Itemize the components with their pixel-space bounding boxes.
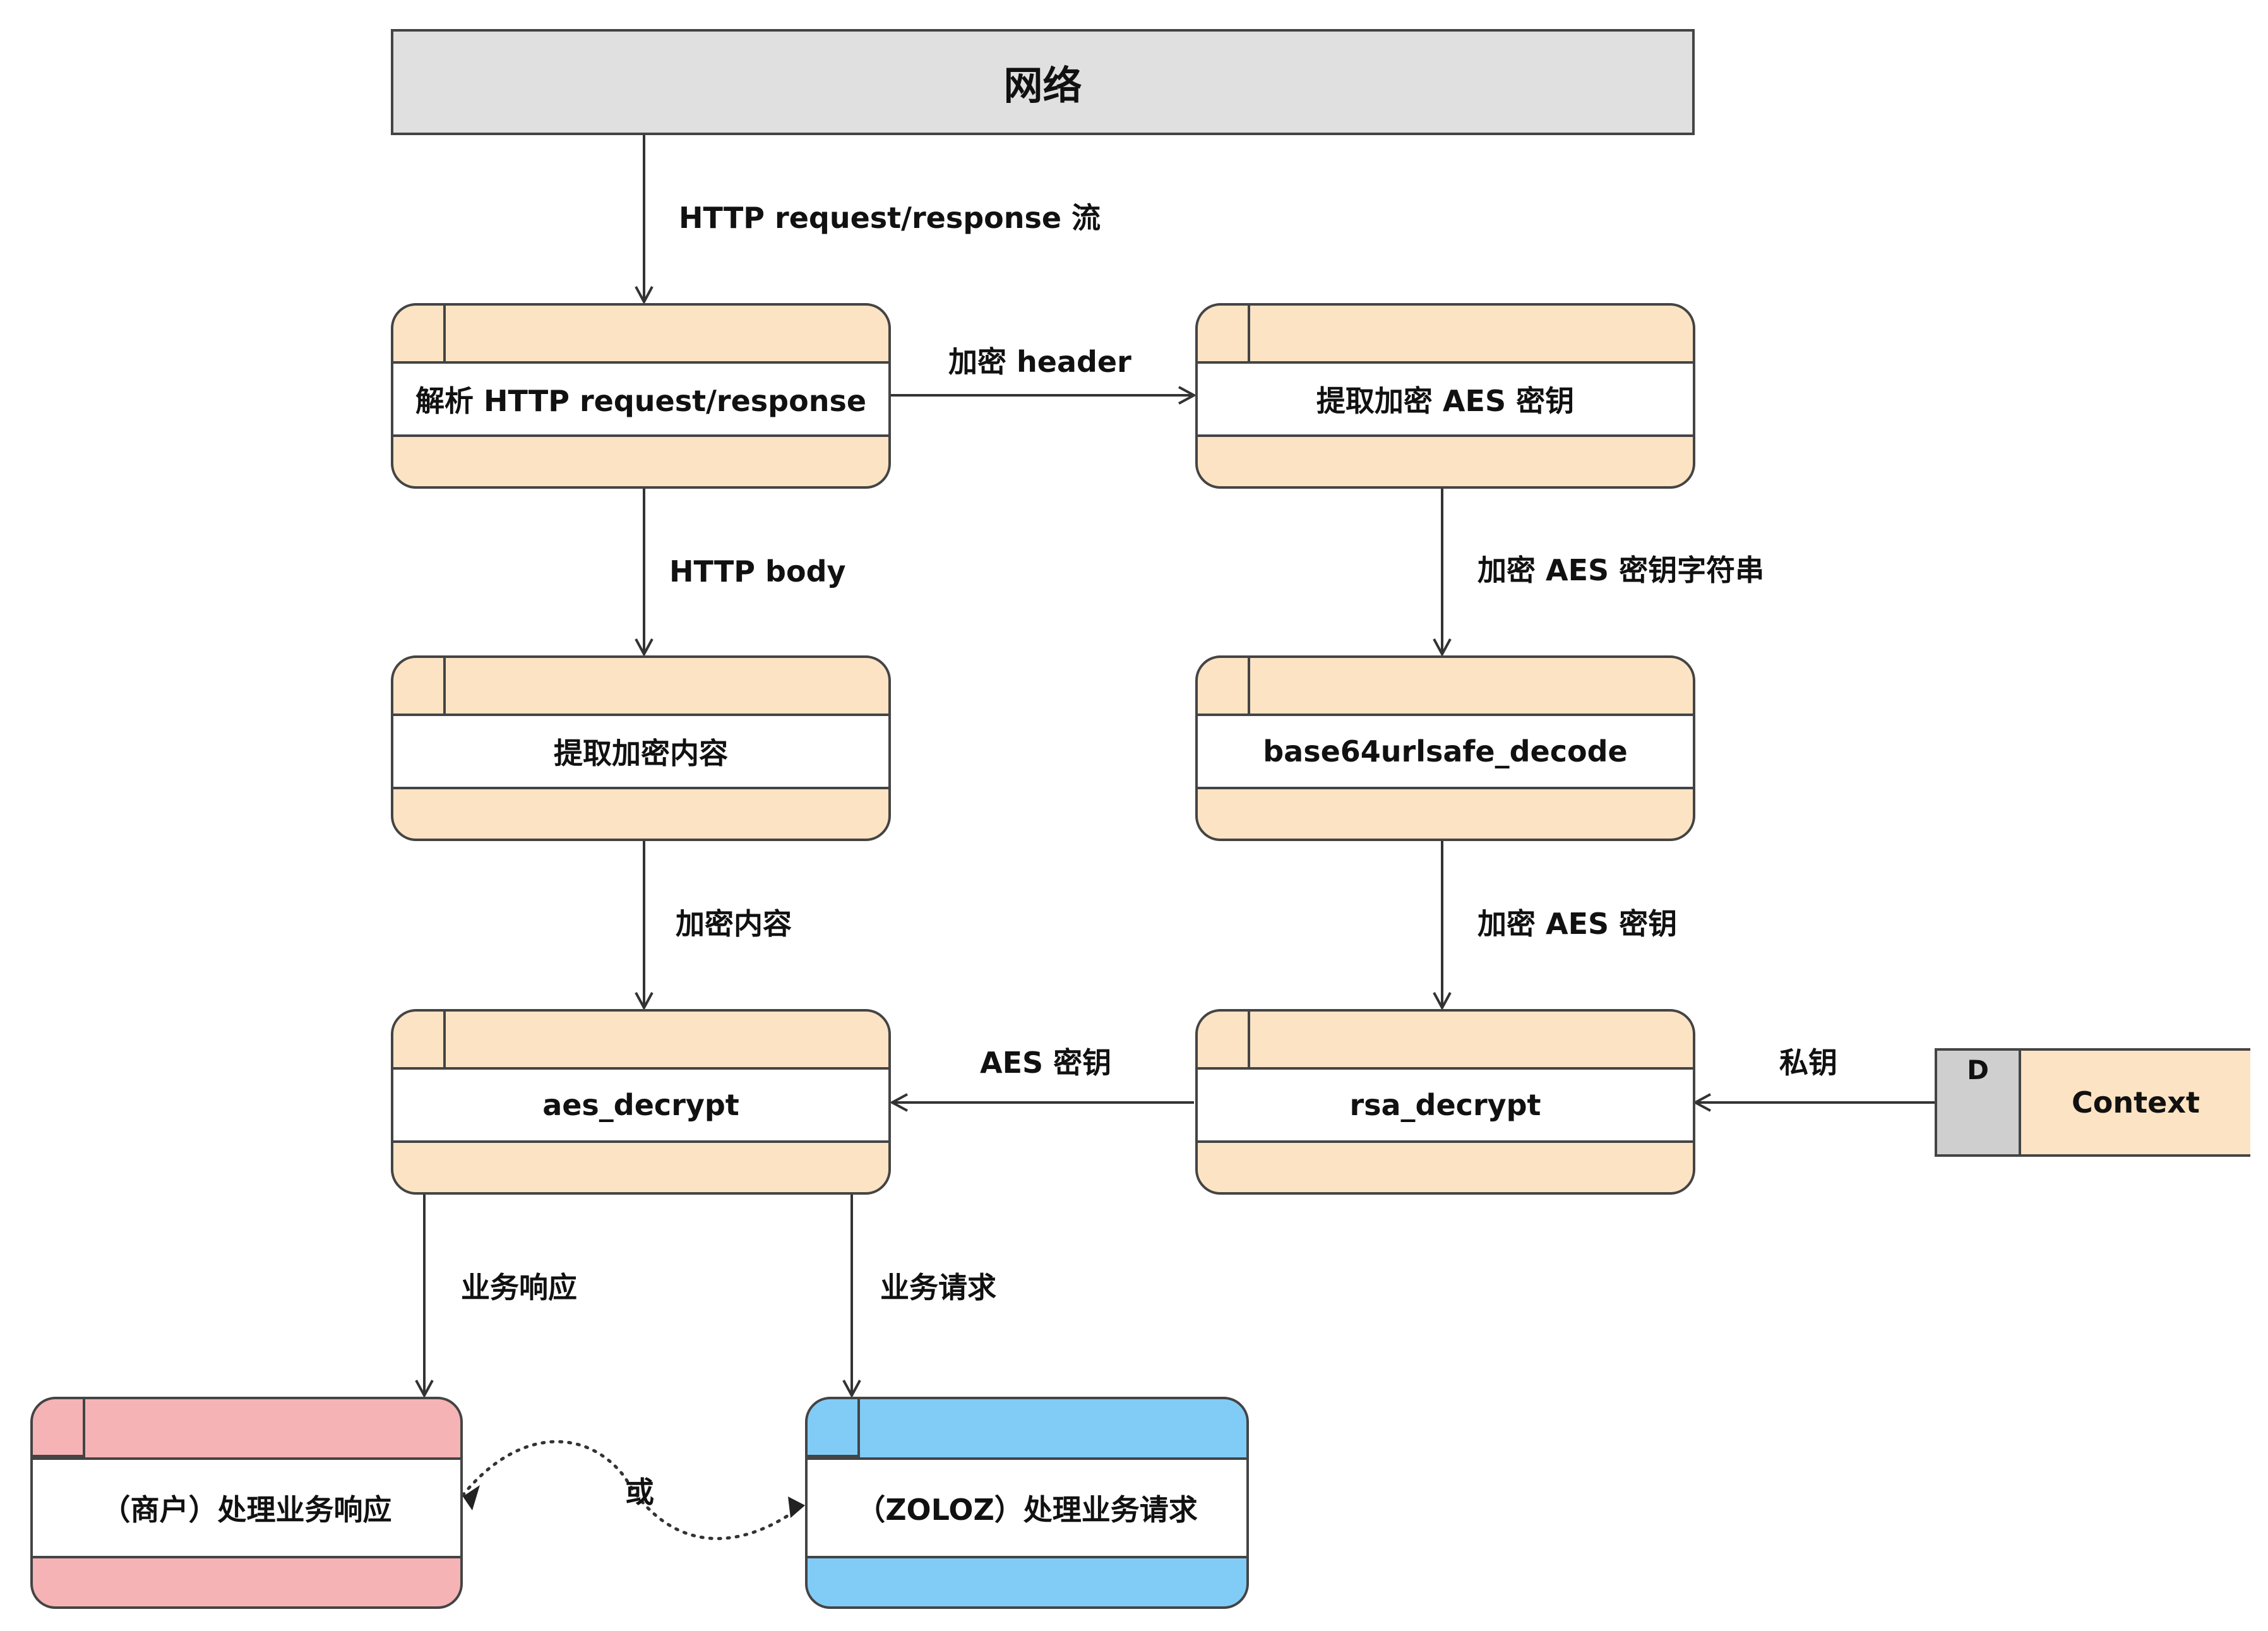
process-tab bbox=[33, 1399, 85, 1457]
process-tab bbox=[393, 658, 446, 716]
process-tab bbox=[393, 306, 446, 364]
or-arrowhead-left bbox=[463, 1485, 480, 1510]
flow-label-encrypted-header: 加密 header bbox=[948, 345, 1131, 379]
process-label: 解析 HTTP request/response bbox=[393, 361, 888, 437]
process-merchant-response[interactable]: （商户）处理业务响应 bbox=[30, 1397, 463, 1609]
process-zoloz-request[interactable]: （ZOLOZ）处理业务请求 bbox=[805, 1397, 1249, 1609]
process-tab bbox=[1198, 658, 1250, 716]
process-label: base64urlsafe_decode bbox=[1198, 714, 1693, 789]
process-label: rsa_decrypt bbox=[1198, 1067, 1693, 1143]
flow-label-encrypted-content: 加密内容 bbox=[676, 907, 792, 941]
flow-label-encrypted-key-string: 加密 AES 密钥字符串 bbox=[1477, 553, 1765, 587]
network-label: 网络 bbox=[1003, 63, 1082, 109]
process-label: 提取加密 AES 密钥 bbox=[1198, 361, 1693, 437]
flow-label-encrypted-aes-key: 加密 AES 密钥 bbox=[1477, 907, 1678, 941]
flow-label-or: 或 bbox=[625, 1475, 654, 1509]
process-tab bbox=[1198, 306, 1250, 364]
process-extract-content[interactable]: 提取加密内容 bbox=[391, 655, 891, 841]
flow-label-business-response: 业务响应 bbox=[461, 1270, 577, 1305]
process-tab bbox=[393, 1012, 446, 1070]
process-aes-decrypt[interactable]: aes_decrypt bbox=[391, 1009, 891, 1195]
or-arrowhead-right bbox=[788, 1497, 805, 1518]
or-connector-dotted bbox=[461, 1440, 804, 1541]
process-rsa-decrypt[interactable]: rsa_decrypt bbox=[1195, 1009, 1695, 1195]
flow-label-http-stream: HTTP request/response 流 bbox=[679, 201, 1101, 235]
process-label: 提取加密内容 bbox=[393, 714, 888, 789]
datastore-name: Context bbox=[2072, 1085, 2200, 1120]
flow-label-http-body: HTTP body bbox=[669, 554, 846, 588]
process-tab bbox=[1198, 1012, 1250, 1070]
process-label: aes_decrypt bbox=[393, 1067, 888, 1143]
datastore-id: D bbox=[1937, 1051, 2021, 1154]
process-base64-decode[interactable]: base64urlsafe_decode bbox=[1195, 655, 1695, 841]
datastore-context[interactable]: D Context bbox=[1935, 1048, 2250, 1157]
process-extract-aes-key[interactable]: 提取加密 AES 密钥 bbox=[1195, 303, 1695, 489]
flow-label-business-request: 业务请求 bbox=[880, 1270, 996, 1305]
flow-label-private-key: 私钥 bbox=[1779, 1046, 1837, 1080]
process-label: （商户）处理业务响应 bbox=[33, 1457, 460, 1558]
flow-label-aes-key: AES 密钥 bbox=[980, 1046, 1112, 1080]
process-tab bbox=[808, 1399, 860, 1457]
network-entity: 网络 bbox=[391, 29, 1695, 135]
process-parse-http[interactable]: 解析 HTTP request/response bbox=[391, 303, 891, 489]
process-label: （ZOLOZ）处理业务请求 bbox=[808, 1457, 1246, 1558]
